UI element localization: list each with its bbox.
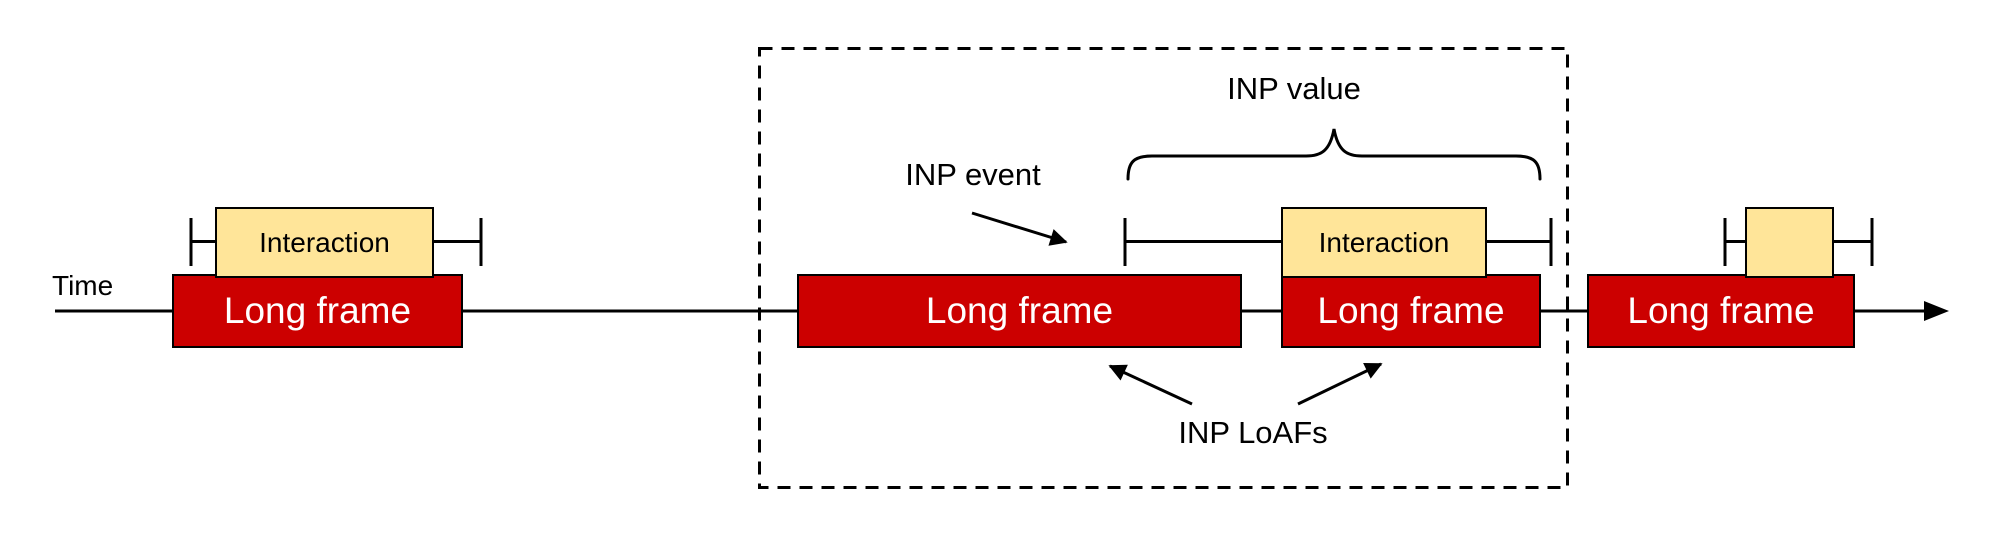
long-frame-box-3: Long frame <box>1281 274 1541 348</box>
interaction-label: Interaction <box>259 226 390 258</box>
timeline-arrowhead-icon <box>1924 301 1949 321</box>
interaction-box-2: Interaction <box>1281 207 1487 278</box>
inp-value-label: INP value <box>1227 71 1361 106</box>
interaction-box-1: Interaction <box>215 207 434 278</box>
inp-loafs-label: INP LoAFs <box>1178 415 1328 450</box>
interaction-box-3 <box>1745 207 1834 278</box>
long-frame-label: Long frame <box>925 290 1114 331</box>
long-frame-label: Long frame <box>223 290 412 331</box>
dashed-region <box>758 47 1569 489</box>
time-axis-label: Time <box>52 270 114 301</box>
inp-value-brace <box>1126 128 1542 181</box>
inp-event-label: INP event <box>905 157 1041 192</box>
interaction-label: Interaction <box>1318 226 1450 258</box>
long-frame-box-4: Long frame <box>1587 274 1855 348</box>
long-frame-box-2: Long frame <box>797 274 1242 348</box>
inp-event-arrow <box>971 211 1068 246</box>
loaf-arrow-right <box>1297 362 1383 406</box>
long-frame-box-1: Long frame <box>172 274 463 348</box>
long-frame-label: Long frame <box>1627 290 1815 331</box>
loaf-arrow-left <box>1108 364 1193 406</box>
long-frame-label: Long frame <box>1317 290 1505 331</box>
